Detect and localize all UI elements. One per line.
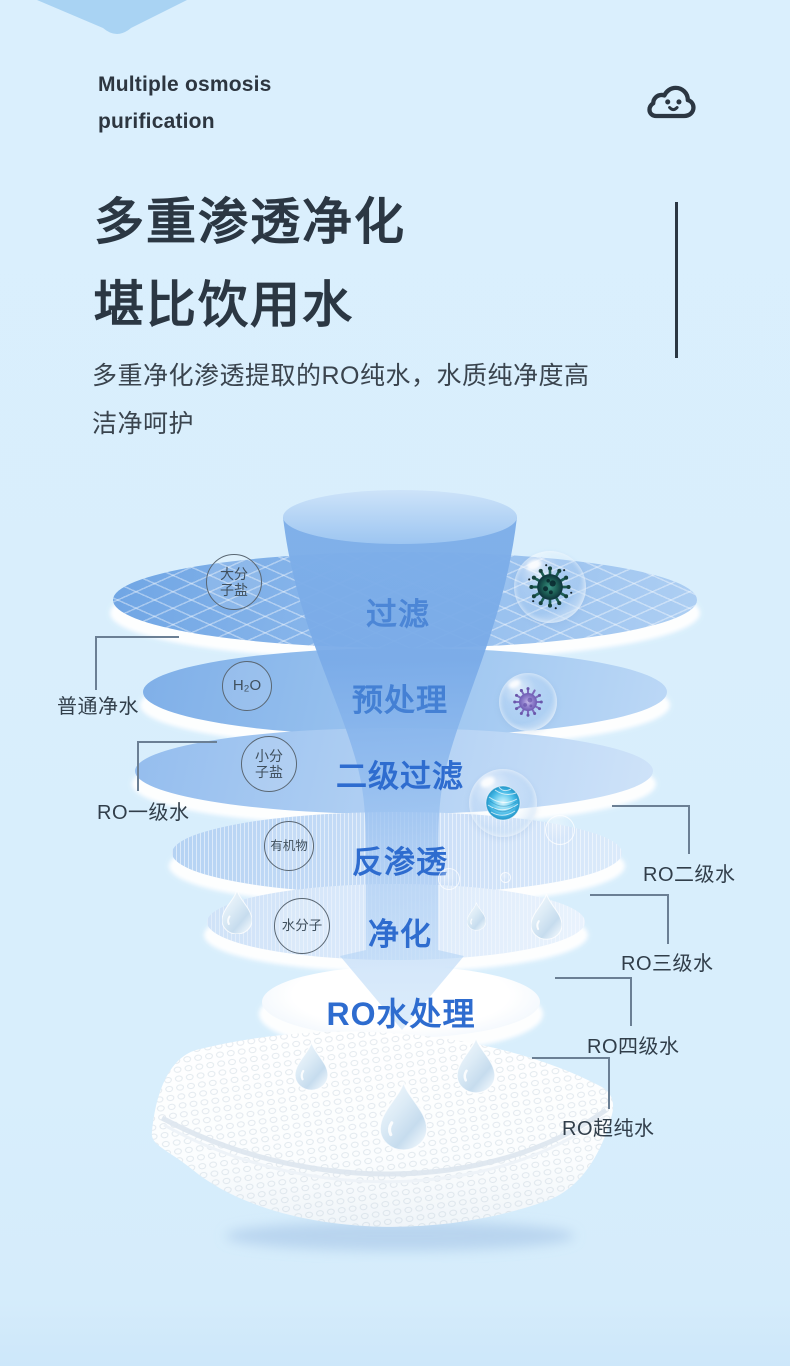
top-chevron-icon (37, 0, 187, 34)
bubble-ring-icon (500, 872, 511, 883)
water-droplet (295, 1036, 328, 1095)
callout-line-ro-level-1 (137, 741, 217, 791)
description-line-2: 洁净呵护 (92, 410, 195, 438)
badge-water-molecule: 水分子 (274, 898, 330, 954)
badge-small-molecular-salt: 小分 子盐 (241, 736, 297, 792)
page-title-line-1: 多重渗透净化 (94, 194, 406, 250)
water-droplet (380, 1076, 427, 1154)
grade-label-ro-level-4: RO四级水 (587, 1036, 680, 1058)
cloud-eye-left (665, 99, 671, 105)
purple-virus-icon (499, 673, 557, 731)
badge-text: 大分 (220, 566, 248, 582)
grade-label-ordinary-water: 普通净水 (57, 696, 139, 718)
green-virus-icon (514, 551, 586, 623)
bubble-ring-icon (545, 815, 575, 845)
callout-line-ro-level-2 (612, 805, 690, 854)
grade-label-ro-level-3: RO三级水 (621, 953, 714, 975)
grade-label-ro-level-2: RO二级水 (643, 864, 736, 886)
badge-text: 水分子 (281, 918, 323, 933)
stage-label-filter: 过滤 (366, 597, 430, 632)
cyan-particle-icon (469, 769, 537, 837)
cloud-smile (668, 106, 679, 112)
water-droplet (222, 889, 252, 934)
cloud-smile-icon (647, 85, 696, 119)
cloud-eye-right (676, 99, 682, 105)
badge-text: 子盐 (220, 582, 248, 598)
water-droplet (531, 890, 562, 942)
stage-label-reverse-osmosis: 反渗透 (352, 845, 448, 880)
eyebrow-text: Multiple osmosis purification (98, 66, 272, 140)
page-description: 多重净化渗透提取的RO纯水，水质纯净度高 洁净呵护 (92, 352, 590, 448)
stage-label-secondary-filter: 二级过滤 (336, 759, 464, 794)
page-title: 多重渗透净化 堪比饮用水 (94, 181, 406, 347)
funnel-opening (283, 490, 517, 544)
eyebrow-line-2: purification (98, 110, 215, 133)
badge-macromolecular-salt: 大分 子盐 (206, 554, 262, 610)
description-line-1: 多重净化渗透提取的RO纯水，水质纯净度高 (92, 362, 590, 390)
bubble-ring-icon (438, 868, 460, 890)
callout-line-ordinary-water (95, 636, 179, 690)
callout-line-ro-ultrapure (532, 1057, 610, 1109)
water-droplet (457, 1032, 495, 1097)
badge-text: H₂O (232, 677, 262, 694)
callout-line-ro-level-3 (590, 894, 669, 944)
grade-label-ro-level-1: RO一级水 (97, 802, 190, 824)
badge-text: 有机物 (270, 839, 308, 853)
grade-label-ro-ultrapure: RO超纯水 (562, 1118, 655, 1140)
badge-h2o: H₂O (222, 661, 272, 711)
stage-label-pretreatment: 预处理 (352, 683, 448, 718)
stage-label-purify: 净化 (368, 917, 432, 952)
badge-text: 子盐 (255, 764, 283, 780)
page-title-line-2: 堪比饮用水 (94, 277, 354, 333)
badge-text: 小分 (255, 748, 283, 764)
title-divider-rule (675, 202, 678, 358)
water-droplet (467, 899, 486, 933)
eyebrow-line-1: Multiple osmosis (98, 73, 272, 96)
badge-organics: 有机物 (264, 821, 314, 871)
callout-line-ro-level-4 (555, 977, 632, 1026)
stage-label-ro-water-treatment: RO水处理 (326, 996, 476, 1032)
